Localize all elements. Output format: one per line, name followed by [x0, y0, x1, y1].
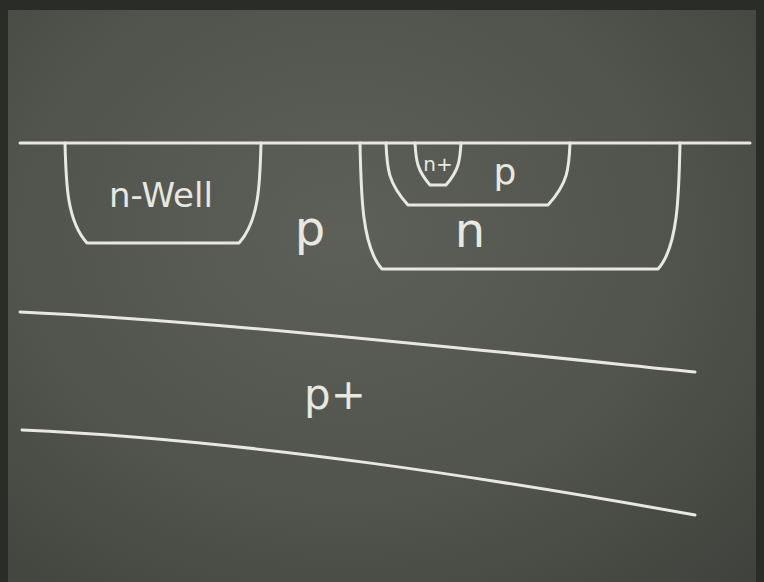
p-substrate-region: pn-Wellnpn+ — [0, 130, 764, 300]
region-outline — [0, 300, 764, 530]
n-plus-region: n+ — [413, 143, 463, 187]
region-outline — [0, 130, 764, 300]
n-region: np n+ — [358, 143, 682, 271]
region-label: p — [295, 204, 325, 252]
region-outline — [358, 143, 682, 271]
region-label: n-Well — [109, 178, 213, 212]
region-outline — [384, 143, 572, 207]
p-plus-layer: p+ — [0, 300, 764, 530]
region-label: n — [455, 206, 485, 254]
region-label: n+ — [423, 154, 452, 174]
p-region: p n+ — [384, 143, 572, 207]
n-well-region: n-Well — [63, 143, 263, 245]
region-label: p+ — [304, 374, 366, 416]
region-label: p — [494, 154, 517, 190]
